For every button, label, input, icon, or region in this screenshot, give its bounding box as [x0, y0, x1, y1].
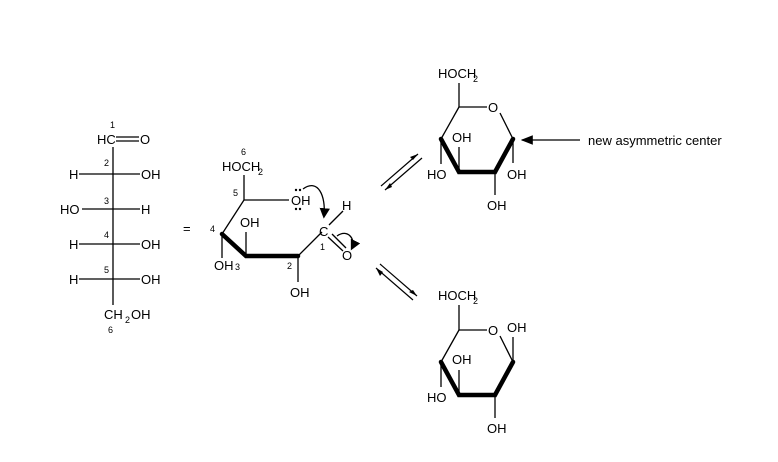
- equilibrium-arrow-bottom: [375, 263, 418, 301]
- fischer-projection: 1 HC O 2 H OH 3 HO H 4 H OH 5 H OH CH 2 …: [60, 120, 161, 335]
- equilibrium-arrow-top: [380, 153, 423, 191]
- fischer-num-3: 3: [104, 196, 109, 206]
- product-bottom-ring: HOCH 2 O OH HO OH OH: [427, 288, 527, 436]
- fischer-num-6: 6: [108, 325, 113, 335]
- nucleophilic-attack-arrow: [302, 185, 330, 219]
- open-ring-oxygen-oh: OH: [291, 193, 311, 208]
- fischer-c2-h: H: [69, 167, 78, 182]
- top-c2-oh: OH: [487, 198, 507, 213]
- top-hoch-prefix: HOCH: [438, 66, 476, 81]
- bottom-c2-oh: OH: [487, 421, 507, 436]
- fischer-num-4: 4: [104, 230, 109, 240]
- bottom-c4-ho: HO: [427, 390, 447, 405]
- fischer-c6-sub: 2: [125, 315, 130, 325]
- open-c1-h: H: [342, 198, 351, 213]
- fischer-c6-suffix: OH: [131, 307, 151, 322]
- carbonyl-shift-arrow: [336, 232, 361, 251]
- open-num-4: 4: [210, 224, 215, 234]
- open-num-5: 5: [233, 188, 238, 198]
- bottom-c1-oh: OH: [507, 320, 527, 335]
- fischer-c2-oh: OH: [141, 167, 161, 182]
- fischer-c3-h: H: [141, 202, 150, 217]
- top-c1-oh: OH: [507, 167, 527, 182]
- fischer-num-5: 5: [104, 265, 109, 275]
- open-c1-oxygen: O: [342, 248, 352, 263]
- open-num-2: 2: [287, 261, 292, 271]
- fischer-c4-h: H: [69, 237, 78, 252]
- annotation-text: new asymmetric center: [588, 133, 722, 148]
- open-hoch-sub: 2: [258, 167, 263, 177]
- open-num-3: 3: [235, 262, 240, 272]
- fischer-c6-prefix: CH: [104, 307, 123, 322]
- fischer-c1-label: HC: [97, 132, 116, 147]
- fischer-c5-oh: OH: [141, 272, 161, 287]
- open-hoch-prefix: HOCH: [222, 159, 260, 174]
- open-c2-oh: OH: [290, 285, 310, 300]
- bottom-ring-oxygen: O: [488, 323, 498, 338]
- bottom-hoch-sub: 2: [473, 296, 478, 306]
- top-c4-ho: HO: [427, 167, 447, 182]
- fischer-num-2: 2: [104, 158, 109, 168]
- top-hoch-sub: 2: [473, 74, 478, 84]
- open-c1-carbon: C: [319, 224, 328, 239]
- top-ring-oxygen: O: [488, 100, 498, 115]
- bottom-hoch-prefix: HOCH: [438, 288, 476, 303]
- fischer-c5-h: H: [69, 272, 78, 287]
- fischer-num-1: 1: [110, 120, 115, 130]
- equals-sign: =: [183, 221, 191, 236]
- top-c3-oh: OH: [452, 130, 472, 145]
- open-c4-oh: OH: [214, 258, 234, 273]
- fischer-c4-oh: OH: [141, 237, 161, 252]
- open-num-6: 6: [241, 147, 246, 157]
- annotation-callout: new asymmetric center: [520, 133, 722, 148]
- open-c3-oh: OH: [240, 215, 260, 230]
- open-chain-structure: 6 HOCH 2 5 OH 4 OH OH 3 2 OH C 1 H: [210, 147, 361, 300]
- bottom-c3-oh: OH: [452, 352, 472, 367]
- fischer-c1-oxygen: O: [140, 132, 150, 147]
- product-top-ring: HOCH 2 O HO OH OH OH: [427, 66, 527, 213]
- fischer-c3-ho: HO: [60, 202, 80, 217]
- open-num-1: 1: [320, 242, 325, 252]
